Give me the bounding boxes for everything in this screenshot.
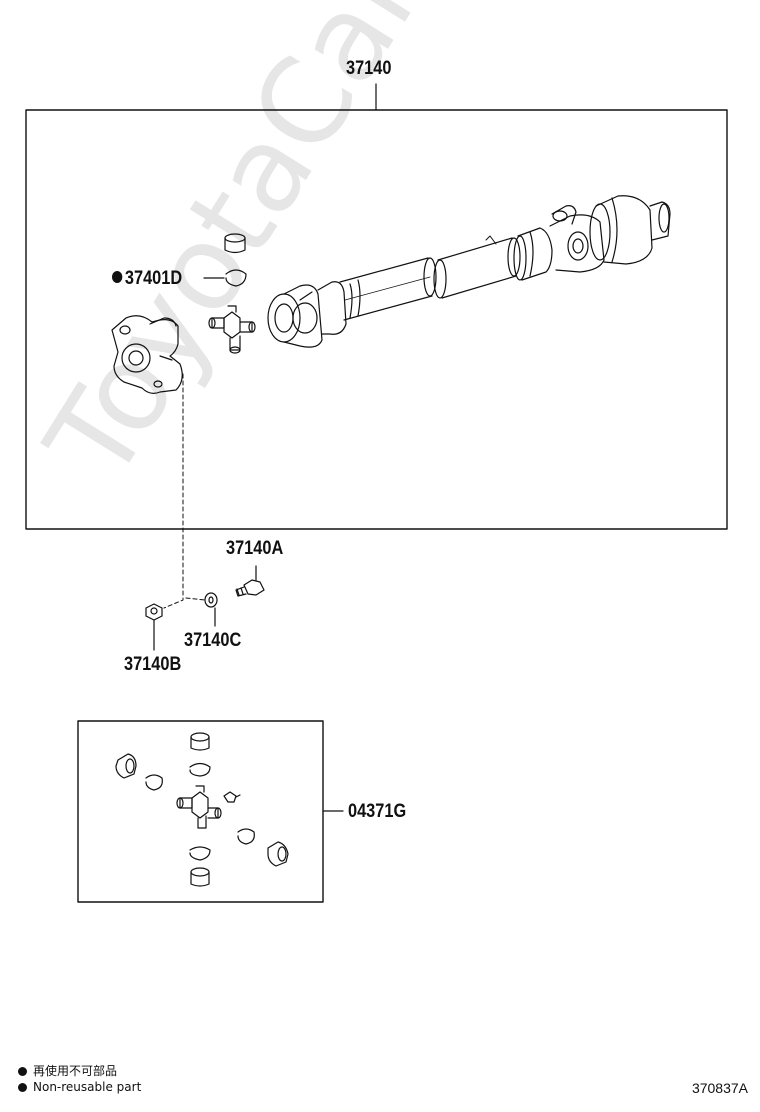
propeller-shaft-drawing xyxy=(267,195,671,348)
non-reusable-dot-icon xyxy=(112,271,123,283)
yoke-group-drawing xyxy=(111,233,256,394)
legend-dot-icon xyxy=(18,1067,27,1076)
label-assembly-37140[interactable]: 37140 xyxy=(346,58,392,79)
assembly-frame xyxy=(25,109,728,530)
label-yoke-text: 37401D xyxy=(124,268,183,289)
washer-drawing xyxy=(204,592,218,627)
legend-en-text: Non-reusable part xyxy=(33,1080,142,1094)
bolt-drawing xyxy=(235,565,265,597)
legend-non-reusable-cn: 再使用不可部品 xyxy=(18,1062,117,1079)
nut-drawing xyxy=(145,603,163,651)
figure-id: 370837A xyxy=(691,1080,748,1096)
label-nut-37140b[interactable]: 37140B xyxy=(124,654,182,675)
fastener-dashed-link xyxy=(163,373,206,609)
label-washer-37140c[interactable]: 37140C xyxy=(184,630,242,651)
label-bolt-37140a[interactable]: 37140A xyxy=(226,538,284,559)
legend-non-reusable-en: Non-reusable part xyxy=(18,1080,141,1094)
label-spider-kit-04371g[interactable]: 04371G xyxy=(348,801,407,822)
label-yoke-37401d[interactable]: 37401D xyxy=(112,268,182,290)
legend-dot-icon xyxy=(18,1083,27,1092)
legend-cn-text: 再使用不可部品 xyxy=(33,1064,118,1078)
spider-kit-frame xyxy=(77,720,324,903)
spider-kit-drawing xyxy=(115,732,289,887)
